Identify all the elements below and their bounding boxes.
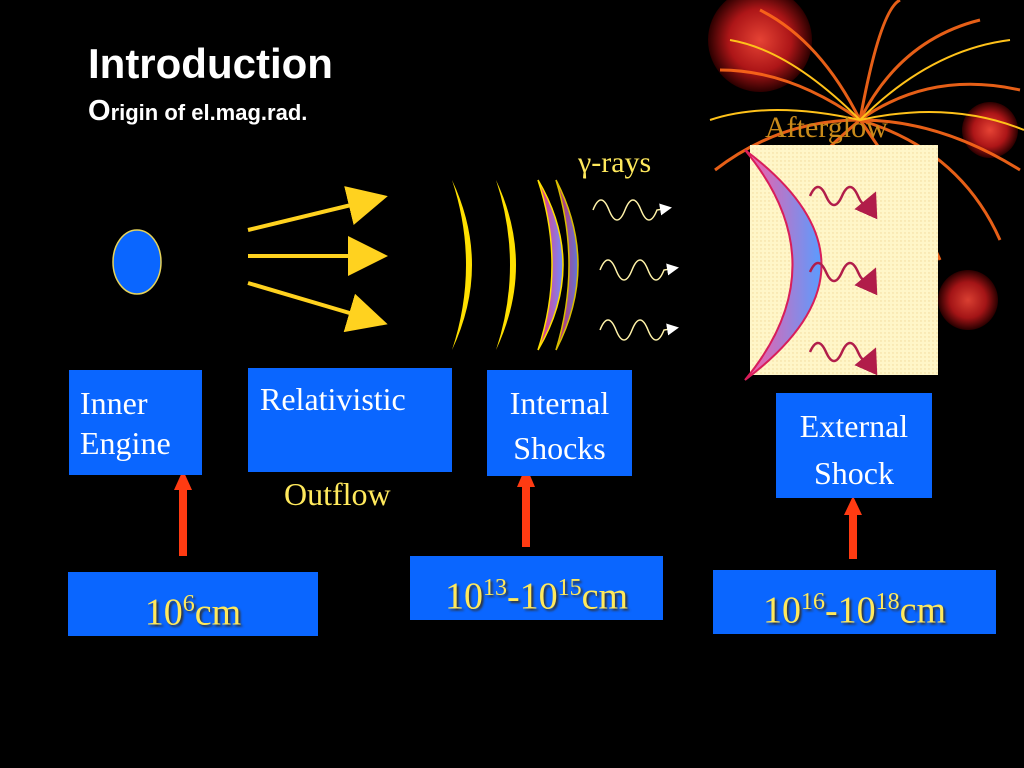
internal-shocks-line1: Internal	[509, 385, 610, 421]
external-distance-exp2: 18	[875, 589, 900, 615]
external-shock-box: External Shock	[776, 393, 932, 498]
page-subtitle: Origin of el.mag.rad.	[88, 96, 307, 128]
internal-distance-unit: cm	[581, 575, 629, 618]
gamma-rays-label: γ-rays	[577, 146, 651, 179]
subtitle-first-letter: O	[88, 95, 111, 127]
internal-distance-base2: 10	[519, 575, 558, 618]
relativistic-box: Relativistic	[248, 368, 452, 472]
inner-engine-line2: Engine	[80, 425, 171, 461]
arrow-up-icon	[174, 466, 862, 559]
external-distance-sep: -	[824, 589, 838, 632]
inner-distance-base: 10	[144, 591, 183, 634]
inner-distance-unit: cm	[194, 591, 242, 634]
inner-distance-box: 106cm	[68, 572, 318, 636]
external-distance-base1: 10	[762, 589, 801, 632]
external-shock-line1: External	[799, 408, 909, 444]
outflow-arrows	[247, 186, 388, 333]
external-distance-exp1: 16	[800, 589, 825, 615]
internal-distance-exp2: 15	[557, 575, 582, 601]
afterglow-wave-icon	[808, 185, 878, 376]
internal-distance-base1: 10	[444, 575, 483, 618]
internal-shocks-box: Internal Shocks	[487, 370, 632, 476]
subtitle-rest: rigin of el.mag.rad.	[110, 100, 308, 125]
internal-distance-box: 1013-1015cm	[410, 556, 663, 620]
external-shock-shell	[744, 149, 823, 381]
inner-distance-exp: 6	[182, 591, 195, 617]
afterglow-label: Afterglow	[765, 111, 888, 144]
inner-engine-line1: Inner	[80, 385, 148, 421]
inner-engine-box: Inner Engine	[69, 370, 202, 475]
external-distance-box: 1016-1018cm	[713, 570, 996, 634]
internal-shocks-line2: Shocks	[513, 430, 606, 466]
outflow-label: Outflow	[284, 476, 391, 512]
external-distance-base2: 10	[837, 589, 876, 632]
internal-distance-sep: -	[506, 575, 520, 618]
relativistic-label: Relativistic	[260, 381, 406, 417]
gamma-wave-icon	[592, 199, 679, 341]
internal-distance-exp1: 13	[482, 575, 507, 601]
internal-shocks-shells	[452, 179, 579, 351]
sphere-icon	[112, 229, 162, 295]
firework-icon	[708, 0, 1024, 330]
external-distance-unit: cm	[899, 589, 947, 632]
external-shock-line2: Shock	[814, 455, 894, 491]
page-title: Introduction	[88, 40, 333, 87]
